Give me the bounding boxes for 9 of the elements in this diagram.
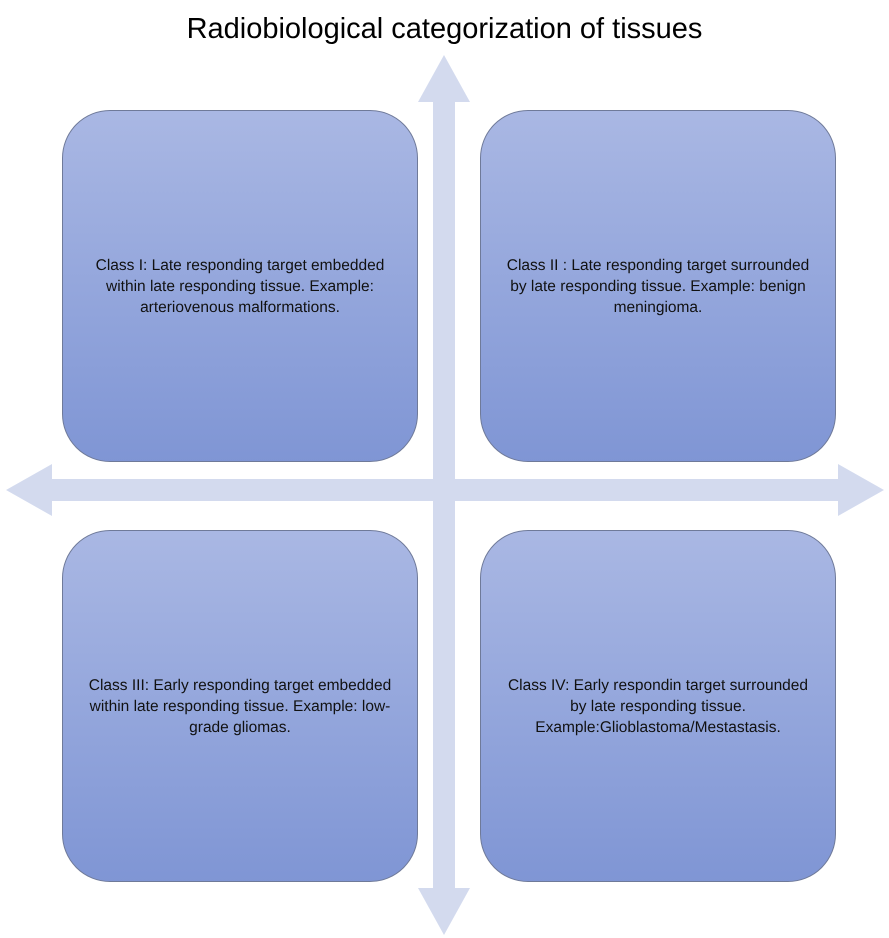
- class-description: Class II : Late responding target surrounded by late responding tissue. Example: benign meningioma.: [506, 256, 810, 318]
- class-description: Class I: Late responding target embedded within late responding tissue. Example: arteriovenous malformations.: [94, 256, 386, 318]
- class-box: [480, 110, 836, 462]
- class-description: Class III: Early responding target embedded within late responding tissue. Example: low-grade gliomas.: [88, 676, 392, 738]
- class-description: Class IV: Early respondin target surrounded by late responding tissue. Example:Glioblastoma/Mestastasis.: [506, 676, 810, 738]
- diagram-title: Radiobiological categorization of tissues: [186, 12, 704, 47]
- class-box: [480, 530, 836, 882]
- class-box: [62, 530, 418, 882]
- class-box: [62, 110, 418, 462]
